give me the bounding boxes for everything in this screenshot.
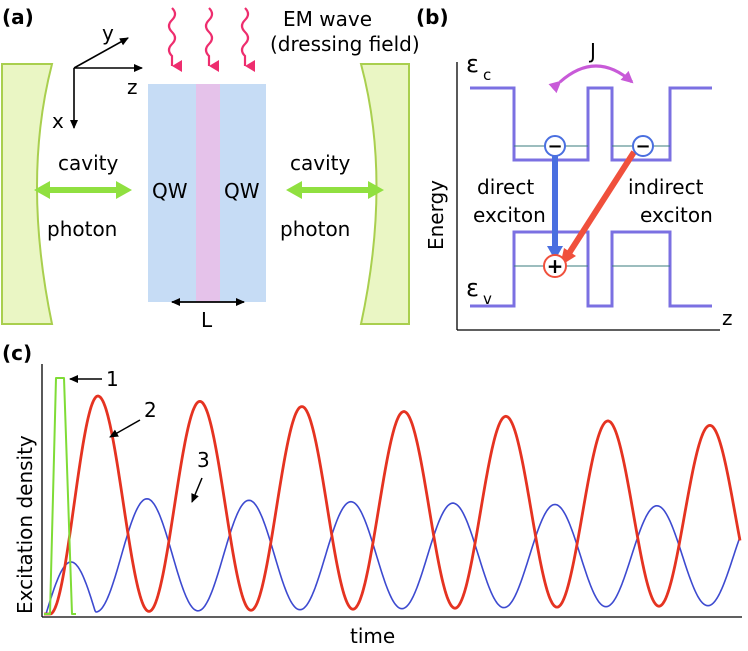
- curve-2-label: 2: [144, 398, 157, 422]
- energy-axis-label: Energy: [424, 180, 448, 250]
- wave-arrow-3: [240, 7, 255, 72]
- qw-right-label: QW: [224, 179, 260, 203]
- cavity-left-label: cavity: [58, 151, 118, 175]
- direct-exciton-arrowhead: [547, 246, 563, 260]
- curve-2-pointer: [109, 419, 141, 438]
- panel-c: (c) Excitation density time 1 2 3: [2, 341, 742, 648]
- panel-b: (b) Energy z ε c ε v J − − +: [416, 5, 733, 331]
- qw-left-label: QW: [152, 179, 188, 203]
- cavity-right-label: cavity: [290, 151, 350, 175]
- indirect-exciton-arrow: [563, 150, 637, 260]
- wave-arrow-1: [167, 7, 182, 72]
- chart-x-label: time: [350, 624, 395, 648]
- ev-subscript: v: [483, 290, 492, 308]
- electron-indirect-sign: −: [635, 136, 650, 157]
- coupling-label: J: [588, 39, 596, 63]
- curve-2-line: [43, 394, 742, 616]
- indirect-label-1: indirect: [628, 175, 704, 199]
- hole: [543, 254, 567, 278]
- axis-z-label: z: [127, 75, 138, 99]
- panel-c-label: (c): [2, 341, 32, 365]
- panel-b-label: (b): [416, 5, 449, 29]
- curve-1-line: [43, 377, 77, 615]
- direct-label-1: direct: [477, 175, 534, 199]
- wave-arrow-2: [204, 7, 219, 72]
- chart-curves: [43, 377, 742, 616]
- em-wave-arrows: [167, 7, 255, 72]
- curve-3-pointer: [191, 477, 203, 503]
- width-label: L: [201, 308, 213, 332]
- coordinate-axes: [70, 37, 143, 129]
- chart-y-label: Excitation density: [13, 435, 37, 614]
- ev-symbol: ε: [466, 274, 479, 302]
- ec-subscript: c: [483, 66, 491, 84]
- z-axis-label: z: [722, 306, 733, 330]
- quantum-well-layer: [196, 84, 220, 302]
- valence-band: [470, 230, 712, 308]
- curve-3-line: [44, 498, 741, 615]
- direct-label-2: exciton: [473, 203, 546, 227]
- photon-right-label: photon: [280, 217, 350, 241]
- electron-indirect: [632, 135, 654, 157]
- photon-left-label: photon: [47, 217, 117, 241]
- electron-direct-sign: −: [547, 136, 562, 157]
- curve-1-label: 1: [106, 367, 119, 391]
- left-photon-arrow: [34, 181, 132, 199]
- axis-x-label: x: [52, 109, 64, 133]
- right-mirror: [359, 63, 410, 325]
- coupling-arrow: [548, 64, 634, 94]
- electron-direct: [544, 135, 566, 157]
- left-mirror: [1, 63, 54, 325]
- panel-a: (a) EM wave (dressing field) y z x: [1, 5, 420, 332]
- axis-y-label: y: [102, 21, 114, 45]
- indirect-label-2: exciton: [640, 203, 713, 227]
- em-wave-label: EM wave: [283, 7, 372, 31]
- hole-sign: +: [547, 254, 564, 278]
- dressing-field-label: (dressing field): [270, 32, 420, 56]
- ec-symbol: ε: [466, 50, 479, 78]
- right-photon-arrow: [286, 181, 384, 199]
- panel-a-label: (a): [2, 5, 34, 29]
- curve-3-label: 3: [197, 448, 210, 472]
- conduction-band: [470, 86, 712, 162]
